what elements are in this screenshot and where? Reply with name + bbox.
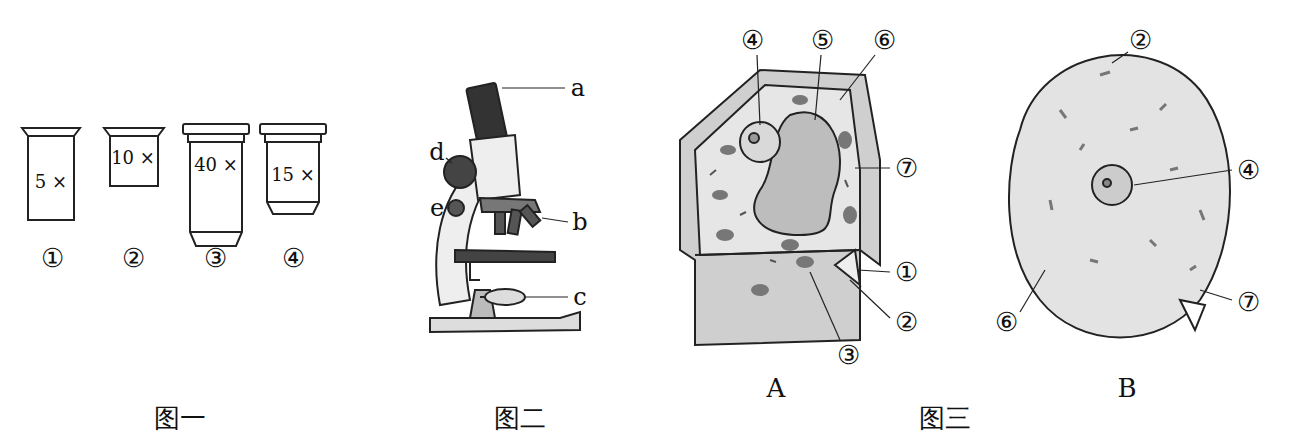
part-letter: b — [572, 210, 587, 234]
part-letter: d — [429, 140, 444, 164]
lens-power: 15 × — [271, 166, 315, 184]
callout-number: ① — [895, 259, 918, 285]
figure-caption: 图一 — [154, 405, 206, 431]
figure-caption: 图三 — [919, 405, 971, 431]
callout-number: ④ — [741, 27, 764, 53]
cell-letter: B — [1117, 375, 1136, 401]
callout-number: ⑥ — [873, 27, 896, 53]
callout-number: ① — [41, 245, 64, 271]
callout-number: ⑤ — [811, 27, 834, 53]
callout-number: ② — [122, 245, 145, 271]
callout-number: ④ — [282, 245, 305, 271]
lens-power: 5 × — [35, 173, 67, 191]
callout-number: ⑦ — [1237, 289, 1260, 315]
callout-number: ⑦ — [895, 155, 918, 181]
callout-number: ⑥ — [995, 309, 1018, 335]
part-letter: a — [571, 76, 585, 100]
figure-caption: 图二 — [494, 405, 546, 431]
callout-number: ④ — [1237, 157, 1260, 183]
callout-number: ② — [895, 309, 918, 335]
cell-letter: A — [767, 375, 786, 401]
callout-number: ② — [1129, 27, 1152, 53]
callout-number: ③ — [204, 245, 227, 271]
part-letter: e — [430, 196, 444, 220]
lens-power: 10 × — [111, 149, 155, 167]
part-letter: c — [573, 285, 586, 309]
callout-number: ③ — [837, 342, 860, 368]
lens-power: 40 × — [194, 156, 238, 174]
